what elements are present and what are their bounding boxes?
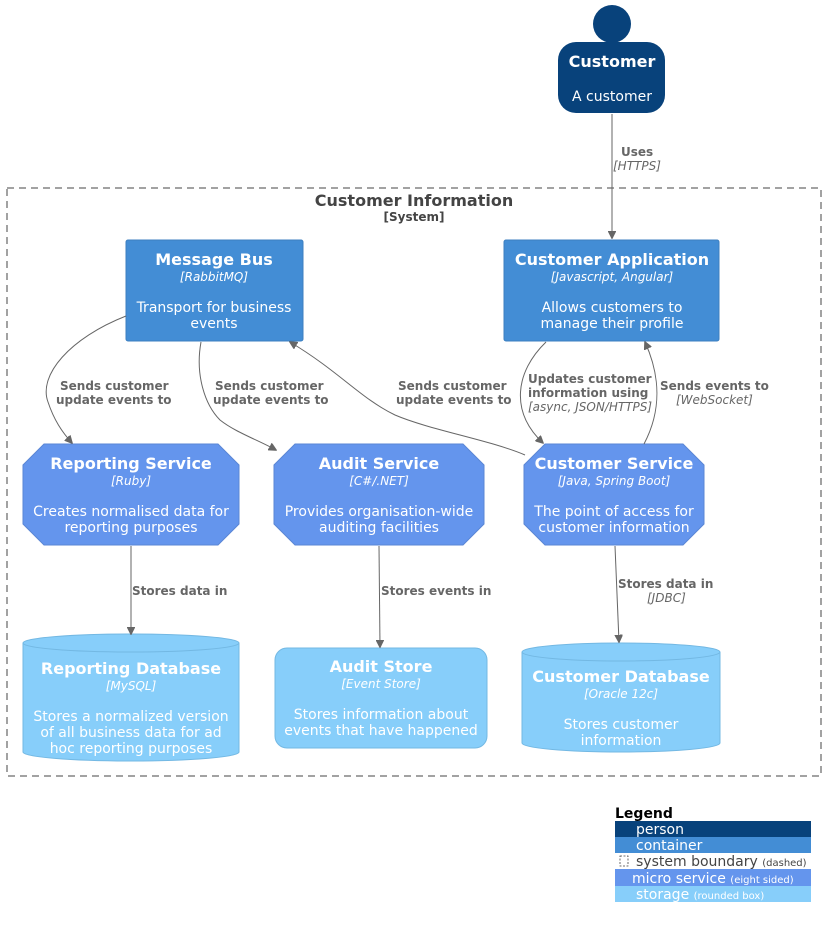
message-bus-desc-2: events [190,316,237,332]
boundary-subtitle: [System] [384,210,445,224]
edge-service-to-bus-label-1: Sends customer [398,379,507,393]
legend-swatch-container [615,837,811,853]
reporting-service-tech: [Ruby] [111,474,151,488]
customer-app-desc-2: manage their profile [541,316,684,332]
edge-bus-to-audit-label-2: update events to [213,393,329,407]
legend-item-boundary: system boundary (dashed) [636,854,807,870]
reporting-db-tech: [MySQL] [106,679,157,693]
system-boundary: Customer Information [System] [6,187,822,777]
legend-title: Legend [615,806,673,822]
edge-bus-to-reporting-label-1: Sends customer [60,379,169,393]
audit-store-desc-2: events that have happened [284,723,478,739]
reporting-db-desc-1: Stores a normalized version [33,709,228,725]
customer-db-tech: [Oracle 12c] [584,687,658,701]
legend: Legend person container system boundary … [615,806,811,903]
edge-service-to-bus-label-2: update events to [396,393,512,407]
edge-audit-to-store: Stores events in [379,545,491,647]
reporting-db-desc-2: of all business data for ad [40,725,221,741]
person-customer[interactable]: Customer A customer [558,5,665,113]
audit-store-desc-1: Stores information about [294,707,469,723]
edge-service-to-bus: Sends customer update events to [290,342,526,456]
reporting-service-title: Reporting Service [50,454,212,473]
customer-title: Customer [569,52,656,71]
customer-db-title: Customer Database [532,667,710,686]
edge-reporting-to-db: Stores data in [131,546,227,634]
reporting-db-title: Reporting Database [41,659,221,678]
customer-app-desc-1: Allows customers to [542,300,683,316]
edge-uses-label: Uses [621,145,653,159]
edge-app-to-service-tech: [async, JSON/HTTPS] [528,400,652,414]
container-customer-application[interactable]: Customer Application [Javascript, Angula… [503,239,720,342]
legend-item-container: container [636,838,703,854]
edge-app-to-service: Updates customer information using [asyn… [520,341,652,443]
edge-app-to-service-label-1: Updates customer [528,372,652,386]
storage-customer-database[interactable]: Customer Database [Oracle 12c] Stores cu… [521,642,721,753]
message-bus-tech: [RabbitMQ] [180,270,248,284]
legend-swatch-person [615,821,811,837]
edge-service-to-db: Stores data in [JDBC] [614,545,713,642]
edge-bus-to-audit: Sends customer update events to [198,341,329,450]
boundary-title: Customer Information [315,191,513,210]
edge-service-to-app-label: Sends events to [660,379,769,393]
customer-db-desc-1: Stores customer [564,717,679,733]
microservice-audit-service[interactable]: Audit Service [C#/.NET] Provides organis… [273,443,485,546]
customer-app-tech: [Javascript, Angular] [551,270,674,284]
legend-swatch-micro-service [615,869,811,886]
legend-item-storage: storage (rounded box) [636,887,764,903]
microservice-customer-service[interactable]: Customer Service [Java, Spring Boot] The… [523,443,705,546]
reporting-service-desc-2: reporting purposes [64,520,197,536]
audit-store-title: Audit Store [330,657,433,676]
message-bus-title: Message Bus [155,250,273,269]
storage-audit-store[interactable]: Audit Store [Event Store] Stores informa… [274,647,488,749]
audit-service-tech: [C#/.NET] [349,474,409,488]
customer-description: A customer [572,89,652,105]
edge-service-to-db-tech: [JDBC] [647,591,686,605]
container-message-bus[interactable]: Message Bus [RabbitMQ] Transport for bus… [125,239,304,342]
microservice-reporting-service[interactable]: Reporting Service [Ruby] Creates normali… [22,443,240,546]
legend-boundary-icon [619,855,629,867]
message-bus-desc-1: Transport for business [136,300,292,316]
audit-service-desc-1: Provides organisation-wide [285,504,474,520]
reporting-service-desc-1: Creates normalised data for [33,504,229,520]
edge-uses-tech: [HTTPS] [613,159,661,173]
legend-swatch-storage [615,886,811,902]
customer-service-tech: [Java, Spring Boot] [558,474,671,488]
edge-service-to-app: Sends events to [WebSocket] [643,342,769,445]
edge-audit-to-store-label: Stores events in [381,584,491,598]
customer-db-desc-2: information [581,733,662,749]
audit-service-title: Audit Service [319,454,440,473]
customer-service-title: Customer Service [535,454,694,473]
edge-bus-to-reporting-label-2: update events to [56,393,172,407]
legend-item-micro-service: micro service (eight sided) [632,871,794,887]
edge-uses: Uses [HTTPS] [612,114,661,238]
audit-store-tech: [Event Store] [341,677,421,691]
audit-service-desc-2: auditing facilities [319,520,439,536]
reporting-db-desc-3: hoc reporting purposes [50,741,213,757]
storage-reporting-database[interactable]: Reporting Database [MySQL] Stores a norm… [22,633,240,762]
customer-app-title: Customer Application [515,250,709,269]
edge-reporting-to-db-label: Stores data in [132,584,227,598]
customer-service-desc-2: customer information [538,520,689,536]
edge-service-to-app-tech: [WebSocket] [676,393,753,407]
edge-bus-to-audit-label-1: Sends customer [215,379,324,393]
customer-service-desc-1: The point of access for [533,504,694,520]
edge-app-to-service-label-2: information using [528,386,648,400]
edge-bus-to-reporting: Sends customer update events to [45,315,172,443]
legend-swatch-boundary [615,853,811,869]
edge-service-to-db-label: Stores data in [618,577,713,591]
legend-item-person: person [636,822,684,838]
